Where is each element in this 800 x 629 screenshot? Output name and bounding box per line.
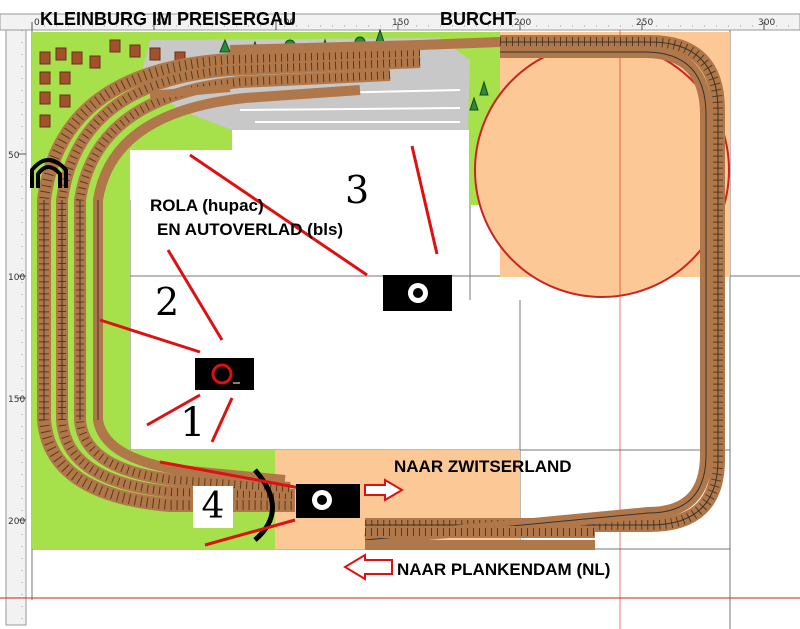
ruler-top-tick: 300 bbox=[758, 18, 775, 28]
arrow-to-switzerland bbox=[364, 478, 404, 502]
ruler-left-tick: 100 bbox=[8, 273, 25, 283]
turntable-circle bbox=[474, 42, 730, 298]
label-rola-line2: EN AUTOVERLAD (bls) bbox=[157, 220, 344, 239]
marker-number-2: 2 bbox=[155, 280, 180, 324]
marker-number-4: 4 bbox=[193, 486, 233, 528]
title-kleinburg: KLEINBURG IM PREISERGAU bbox=[40, 9, 297, 29]
ruler-top-tick: 150 bbox=[392, 18, 409, 28]
ruler-left-tick: 50 bbox=[8, 151, 20, 161]
label-naar-zwitserland: NAAR ZWITSERLAND bbox=[394, 457, 572, 476]
ruler-top-tick: 200 bbox=[514, 18, 531, 28]
ruler-top-tick: 250 bbox=[636, 18, 653, 28]
bracket-marker bbox=[253, 468, 275, 542]
title-burcht: BURCHT bbox=[440, 9, 516, 29]
tunnel-portal-icon bbox=[30, 158, 68, 188]
label-naar-plankendam: NAAR PLANKENDAM (NL) bbox=[397, 560, 611, 579]
marker-number-1: 1 bbox=[180, 400, 206, 446]
camera-marker-1 bbox=[195, 358, 254, 390]
annotation-lines bbox=[99, 145, 439, 547]
ruler-top-tick: 0 bbox=[34, 18, 40, 28]
track-main-loop bbox=[364, 35, 725, 546]
ruler-left-tick: 200 bbox=[8, 517, 25, 527]
marker-number-3: 3 bbox=[345, 168, 370, 212]
label-rola-line1: ROLA (hupac) bbox=[150, 196, 264, 215]
track-left-loop bbox=[37, 37, 501, 512]
ruler-top-tick: 50 bbox=[156, 18, 168, 28]
arrow-to-plankendam bbox=[343, 553, 393, 581]
camera-marker-4 bbox=[296, 484, 360, 518]
ruler-top-tick: 100 bbox=[278, 18, 295, 28]
ruler-left-tick: 150 bbox=[8, 395, 25, 405]
track-bottom-exit bbox=[365, 526, 595, 550]
left-ruler bbox=[5, 29, 27, 626]
camera-marker-3 bbox=[383, 275, 452, 311]
